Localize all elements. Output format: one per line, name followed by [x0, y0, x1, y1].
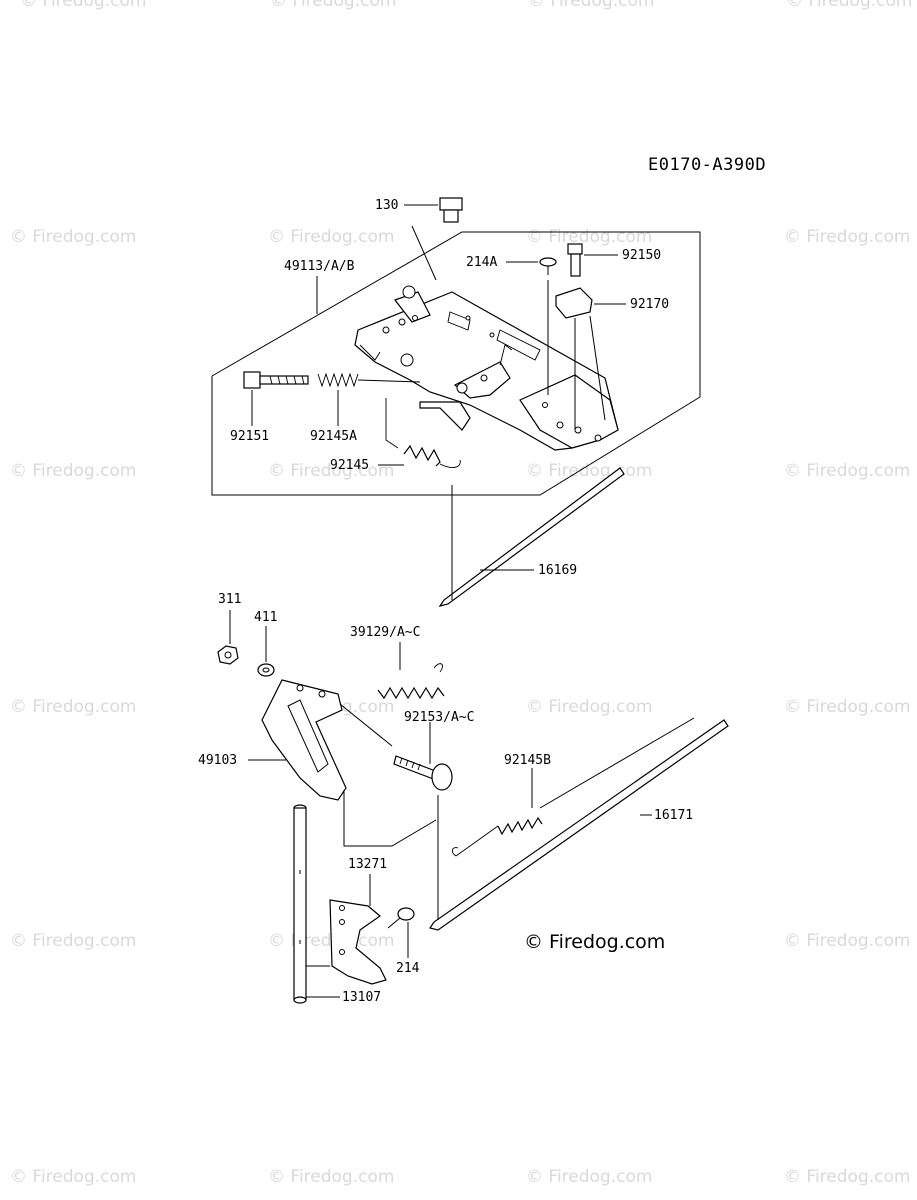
watermark: © Firedog.com — [10, 1167, 136, 1187]
screw-214A — [539, 257, 557, 395]
bolt-92151 — [243, 371, 309, 389]
spring-92145 — [385, 398, 461, 468]
assembly-bracket — [211, 231, 701, 496]
label-92151: 92151 — [230, 429, 269, 444]
rod-16171 — [429, 719, 729, 931]
credit-text: © Firedog.com — [524, 931, 665, 953]
watermark: © Firedog.com — [784, 697, 910, 717]
label-214A: 214A — [466, 255, 497, 270]
watermark: © Firedog.com — [784, 461, 910, 481]
label-92145A: 92145A — [310, 429, 357, 444]
watermark: © Firedog.com — [268, 461, 394, 481]
diagram-code: E0170-A390D — [648, 155, 766, 175]
watermark: © Firedog.com — [10, 461, 136, 481]
watermark: © Firedog.com — [784, 1167, 910, 1187]
label-130: 130 — [375, 198, 398, 213]
label-92153: 92153/A~C — [404, 710, 474, 725]
label-92145: 92145 — [330, 458, 369, 473]
label-214: 214 — [396, 961, 420, 976]
watermark: © Firedog.com — [784, 931, 910, 951]
watermark: © Firedog.com — [526, 461, 652, 481]
watermark: © Firedog.com — [528, 0, 654, 11]
watermark: © Firedog.com — [10, 697, 136, 717]
lever-49103 — [261, 679, 393, 801]
screw-214 — [387, 907, 415, 929]
watermark: © Firedog.com — [526, 1167, 652, 1187]
bolt-92150 — [567, 243, 583, 277]
label-16171: 16171 — [654, 808, 693, 823]
bracket-13271 — [329, 899, 387, 985]
watermark: © Firedog.com — [526, 227, 652, 247]
spring-92145B — [451, 717, 695, 857]
label-92150: 92150 — [622, 248, 661, 263]
watermark: © Firedog.com — [10, 227, 136, 247]
watermark: © Firedog.com — [268, 1167, 394, 1187]
label-92170: 92170 — [630, 297, 669, 312]
shaft-13107 — [293, 804, 330, 1004]
spring-92145A — [317, 372, 421, 388]
spring-39129 — [377, 663, 445, 700]
label-92145B: 92145B — [504, 753, 551, 768]
rod-16169 — [438, 467, 625, 607]
subassembly-bracket — [343, 790, 437, 847]
clip-92170 — [555, 287, 606, 430]
label-13271: 13271 — [348, 857, 387, 872]
watermark: © Firedog.com — [270, 0, 396, 11]
label-39129: 39129/A~C — [350, 625, 420, 640]
watermark: © Firedog.com — [10, 931, 136, 951]
washer-411 — [257, 663, 275, 677]
label-16169: 16169 — [538, 563, 577, 578]
watermark: © Firedog.com — [784, 227, 910, 247]
watermark: © Firedog.com — [20, 0, 146, 11]
label-13107: 13107 — [342, 990, 381, 1005]
watermark: © Firedog.com — [786, 0, 912, 11]
label-49103: 49103 — [198, 753, 237, 768]
bolt-92153 — [393, 755, 453, 791]
control-plate — [354, 285, 619, 451]
watermark: © Firedog.com — [526, 697, 652, 717]
bolt-130 — [411, 197, 463, 281]
label-311: 311 — [218, 592, 241, 607]
label-411: 411 — [254, 610, 277, 625]
nut-311 — [217, 645, 239, 665]
label-49113: 49113/A/B — [284, 259, 355, 274]
watermark: © Firedog.com — [268, 227, 394, 247]
